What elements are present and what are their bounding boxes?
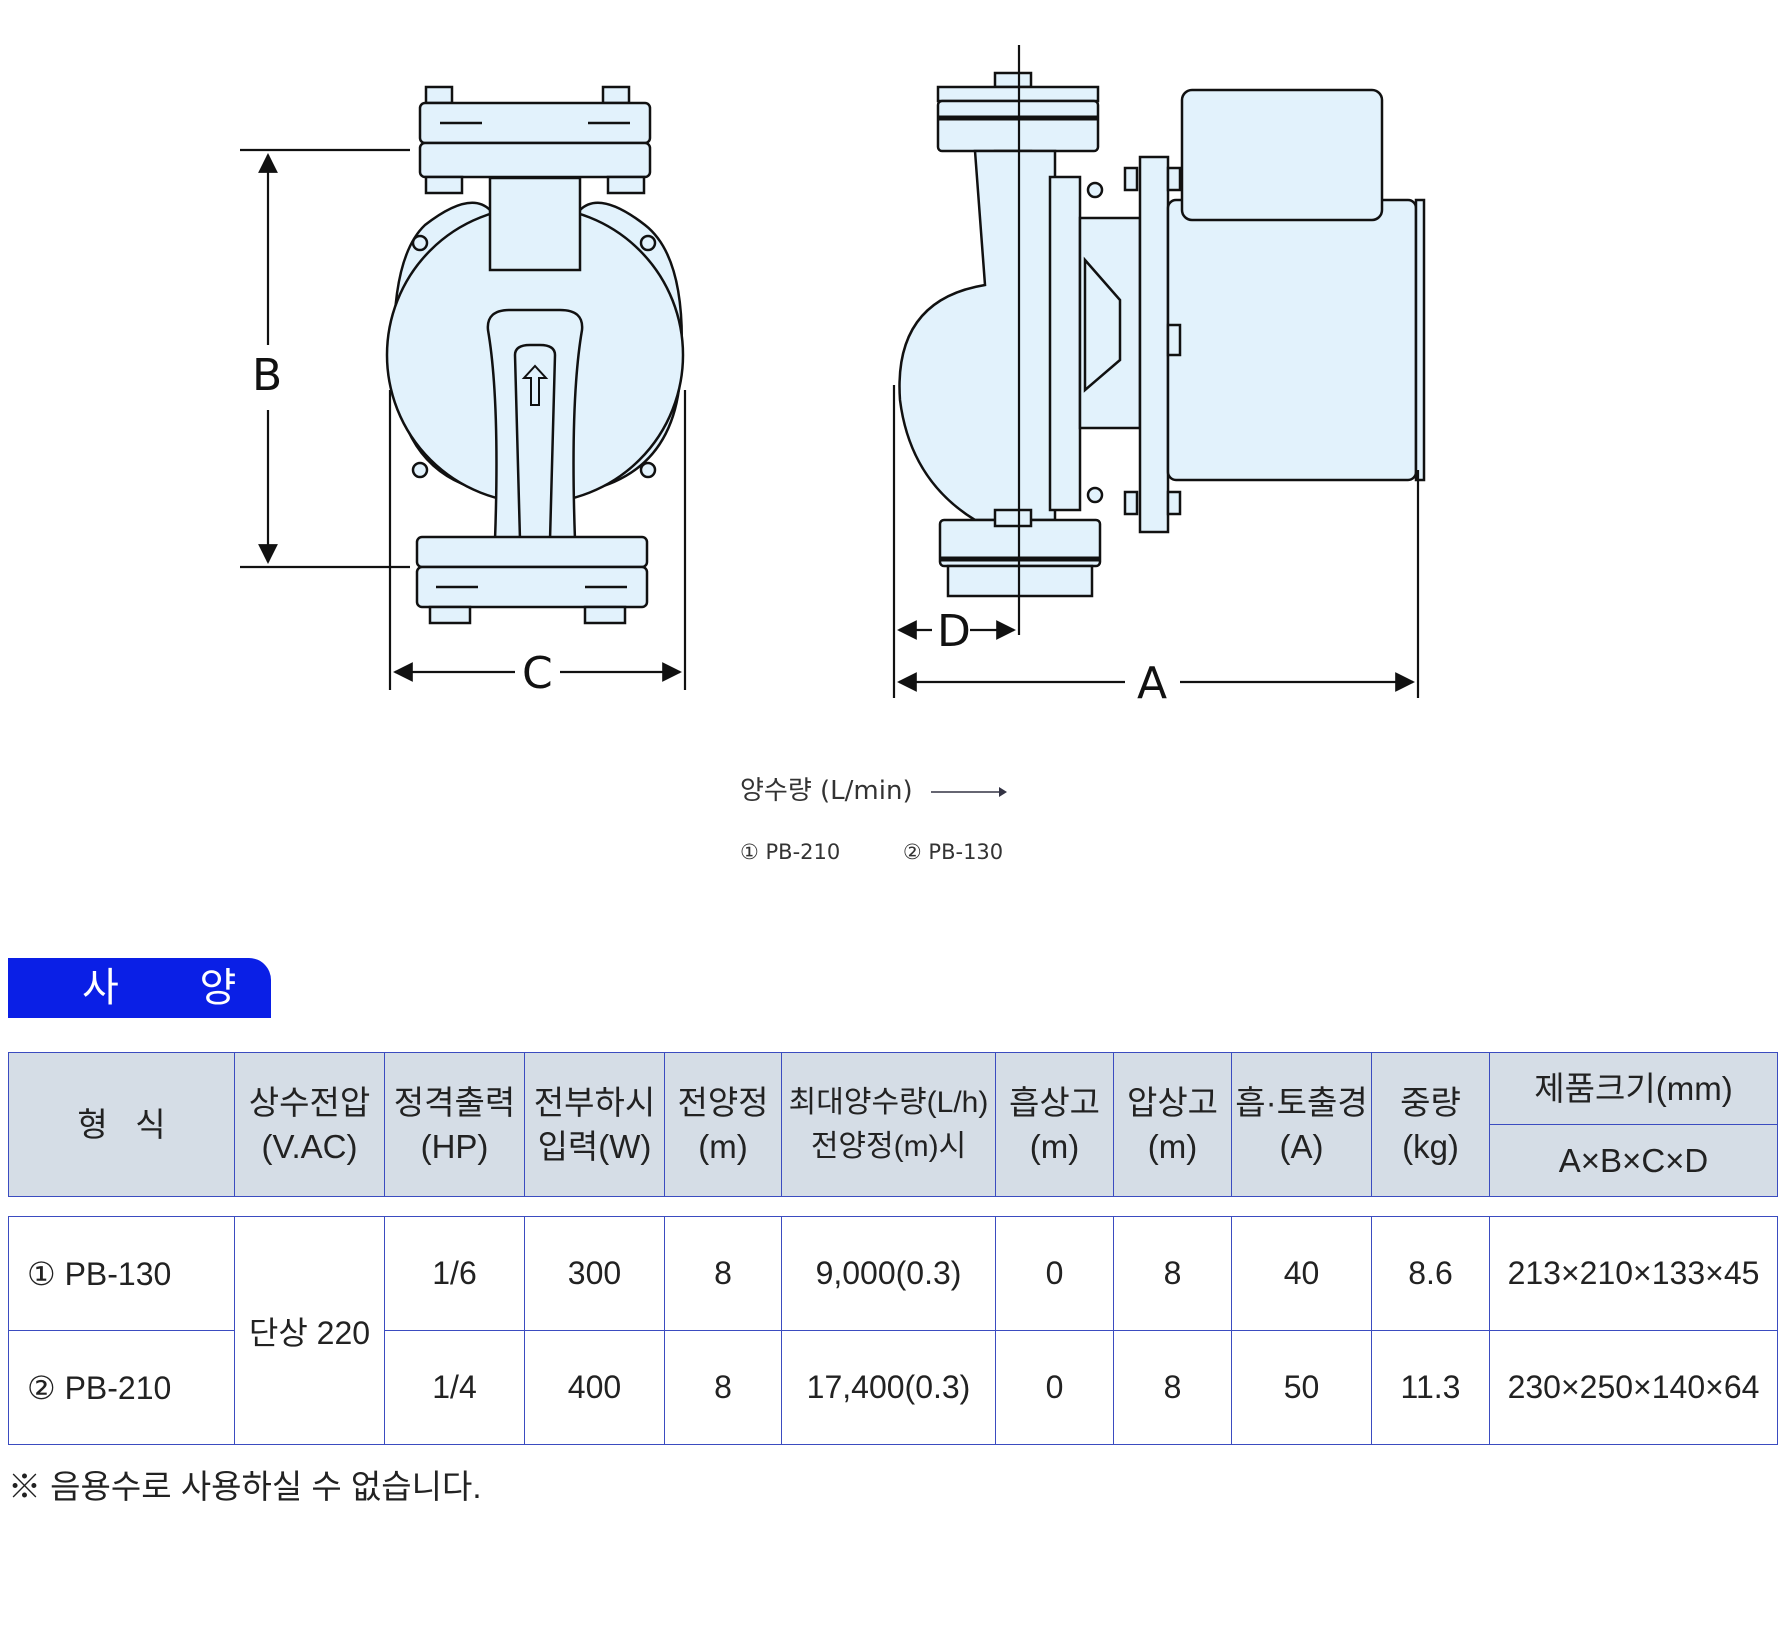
cell-pressure-head: 8 — [1113, 1216, 1232, 1331]
header-bore: 흡·토출경(A) — [1231, 1052, 1372, 1197]
header-size-formula: A×B×C×D — [1489, 1124, 1778, 1197]
spec-table-body: ① PB-130 단상 220 1/6 300 8 9,000(0.3) 0 8… — [8, 1216, 1778, 1445]
table-row: ② PB-210 1/4 400 8 17,400(0.3) 0 8 50 11… — [8, 1330, 1778, 1445]
curve-legend: ① PB-210 ② PB-130 — [740, 840, 1059, 864]
flow-rate-text: 양수량 (L/min) — [740, 776, 913, 806]
curve-legend-item-1: ① PB-210 — [740, 840, 841, 864]
header-product-size: 제품크기(mm) — [1489, 1052, 1778, 1125]
header-model: 형 식 — [8, 1052, 235, 1197]
flow-rate-label: 양수량 (L/min) — [740, 770, 1009, 807]
cell-model: ② PB-210 — [8, 1330, 235, 1445]
footnote: ※ 음용수로 사용하실 수 없습니다. — [8, 1468, 482, 1505]
header-pressure-head: 압상고(m) — [1113, 1052, 1232, 1197]
curve-legend-item-2: ② PB-130 — [902, 840, 1004, 864]
cell-output: 1/4 — [384, 1330, 525, 1445]
header-voltage: 상수전압(V.AC) — [234, 1052, 385, 1197]
cell-weight: 8.6 — [1371, 1216, 1490, 1331]
dimension-label-d: D — [937, 606, 971, 657]
cell-size: 213×210×133×45 — [1489, 1216, 1778, 1331]
header-head: 전양정(m) — [664, 1052, 782, 1197]
header-suction-lift: 흡상고(m) — [995, 1052, 1114, 1197]
pump-dimension-drawing: B C D A — [240, 45, 1426, 709]
dimension-label-b: B — [252, 350, 282, 401]
cell-model: ① PB-130 — [8, 1216, 235, 1331]
arrow-right-icon — [930, 786, 1007, 797]
pump-front-view — [385, 85, 685, 625]
cell-bore: 40 — [1231, 1216, 1372, 1331]
cell-suction-lift: 0 — [995, 1216, 1114, 1331]
cell-pressure-head: 8 — [1113, 1330, 1232, 1445]
cell-suction-lift: 0 — [995, 1330, 1114, 1445]
pump-side-view — [898, 71, 1426, 598]
cell-output: 1/6 — [384, 1216, 525, 1331]
cell-input: 400 — [524, 1330, 665, 1445]
section-title-banner: 사 양 — [8, 958, 271, 1018]
cell-bore: 50 — [1231, 1330, 1372, 1445]
cell-head: 8 — [664, 1216, 782, 1331]
cell-size: 230×250×140×64 — [1489, 1330, 1778, 1445]
header-output: 정격출력(HP) — [384, 1052, 525, 1197]
cell-voltage: 단상 220 — [234, 1216, 385, 1445]
dimension-label-a: A — [1137, 658, 1167, 709]
cell-weight: 11.3 — [1371, 1330, 1490, 1445]
header-max-flow: 최대양수량(L/h)전양정(m)시 — [781, 1052, 996, 1197]
cell-head: 8 — [664, 1330, 782, 1445]
dimension-label-c: C — [522, 648, 553, 699]
cell-max-flow: 17,400(0.3) — [781, 1330, 996, 1445]
header-weight: 중량(kg) — [1371, 1052, 1490, 1197]
cell-input: 300 — [524, 1216, 665, 1331]
table-row: ① PB-130 단상 220 1/6 300 8 9,000(0.3) 0 8… — [8, 1216, 1778, 1445]
cell-max-flow: 9,000(0.3) — [781, 1216, 996, 1331]
